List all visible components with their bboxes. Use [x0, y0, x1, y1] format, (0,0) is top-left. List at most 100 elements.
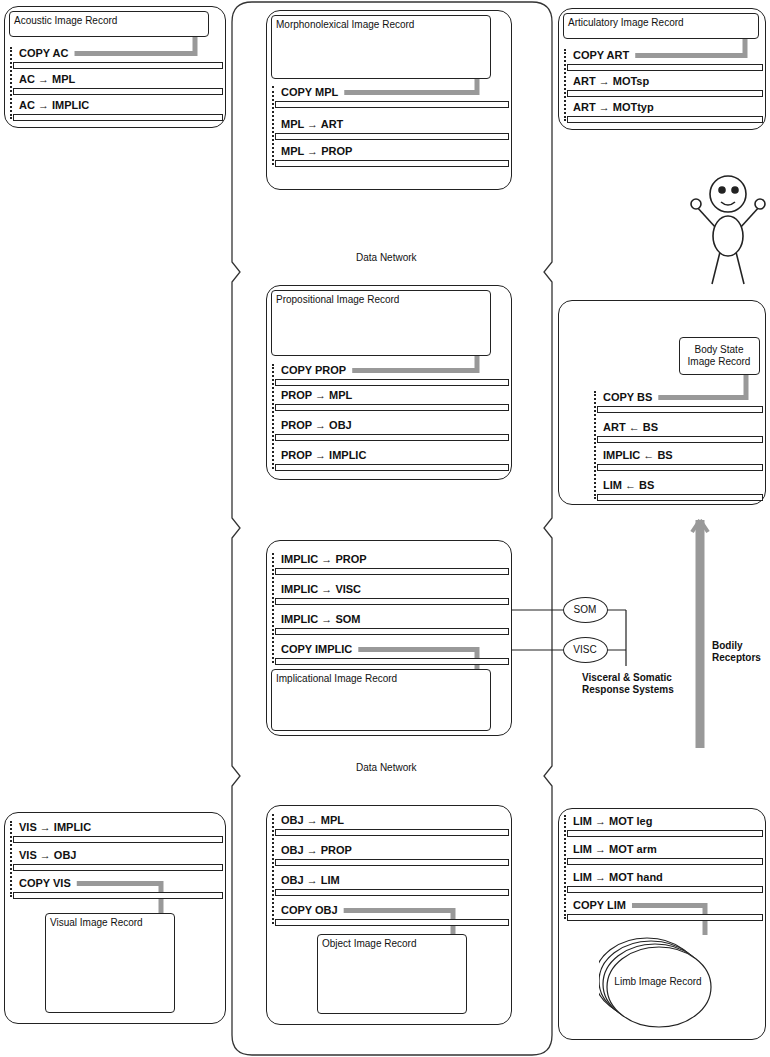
subsystem-frame: COPY AC AC → MPL AC → IMPLIC Acoustic Image…	[4, 6, 226, 128]
process-label: IMPLIC → VISC	[281, 583, 361, 596]
process-label: ART → MOTtyp	[573, 101, 654, 114]
process-bar	[13, 836, 223, 843]
process-bus	[10, 821, 12, 897]
subsystem-frame: COPY BS ART ← BS IMPLIC ← BS LIM ← BS Body S…	[558, 300, 766, 505]
copy-arrow	[658, 373, 746, 398]
response-label: VISC	[566, 644, 604, 656]
subsystem-frame: COPY PROP PROP → MPL PROP → OBJ PROP → IMPL…	[266, 285, 512, 480]
subsystem-frame: COPY MPL MPL → ART MPL → PROP Morphonolexic…	[266, 10, 512, 190]
process-label: MPL → PROP	[281, 145, 352, 158]
record-label: Articulatory Image Record	[568, 17, 754, 29]
data-network-outline	[232, 2, 552, 1055]
process-bar	[13, 892, 223, 899]
process-label: COPY PROP	[281, 364, 346, 377]
image-record-box: Acoustic Image Record	[9, 11, 209, 37]
process-bar	[567, 830, 763, 837]
copy-arrow	[77, 884, 161, 916]
record-label: Propositional Image Record	[276, 294, 486, 306]
image-record-box: Articulatory Image Record	[563, 13, 759, 39]
network-label: Data Network	[356, 252, 417, 264]
process-label: MPL → ART	[281, 118, 343, 131]
process-bar	[567, 858, 763, 865]
record-label: Limb Image Record	[601, 976, 715, 988]
process-label: LIM ← BS	[603, 479, 654, 492]
process-bus	[272, 364, 274, 469]
process-label: LIM → MOT arm	[573, 843, 657, 856]
process-bar	[275, 889, 509, 896]
process-label: OBJ → LIM	[281, 874, 340, 887]
process-bar	[13, 864, 223, 871]
process-label: ART → MOTsp	[573, 75, 649, 88]
process-bar	[275, 133, 509, 140]
process-label: VIS → IMPLIC	[19, 821, 91, 834]
process-bus	[564, 49, 566, 121]
copy-arrow	[352, 354, 477, 371]
process-label: COPY IMPLIC	[281, 643, 352, 656]
process-bar	[275, 379, 509, 386]
process-bar	[13, 62, 223, 69]
process-label: AC → MPL	[19, 73, 75, 86]
connector	[512, 649, 563, 650]
receptor-arrow	[696, 520, 705, 748]
copy-arrow	[635, 37, 745, 56]
process-label: AC → IMPLIC	[19, 99, 89, 112]
process-label: COPY BS	[603, 391, 652, 404]
process-label: ART ← BS	[603, 421, 658, 434]
process-bar	[275, 598, 509, 605]
image-record-box: Visual Image Record	[45, 913, 175, 1013]
body-figure	[691, 176, 765, 284]
image-record-box: Object Image Record	[317, 934, 467, 1014]
process-bar	[597, 406, 763, 413]
network-label: Bodily Receptors	[712, 640, 768, 664]
process-bar	[275, 859, 509, 866]
process-bus	[272, 553, 274, 663]
process-bar	[567, 886, 763, 893]
process-bar	[567, 64, 763, 71]
process-label: COPY OBJ	[281, 904, 338, 917]
response-circle: SOM	[563, 597, 608, 623]
process-label: COPY AC	[19, 47, 69, 60]
process-label: COPY MPL	[281, 86, 338, 99]
record-label: Body State Image Record	[682, 344, 756, 368]
process-bar	[275, 919, 509, 926]
response-circle: VISC	[563, 637, 608, 663]
response-bracket	[607, 610, 626, 666]
process-bar	[275, 464, 509, 471]
process-bar	[275, 404, 509, 411]
copy-arrow	[344, 77, 477, 93]
process-label: PROP → OBJ	[281, 419, 352, 432]
process-label: COPY VIS	[19, 877, 71, 890]
image-record-box: Implicational Image Record	[271, 669, 491, 731]
network-label: Visceral & Somatic Response Systems	[582, 672, 674, 696]
subsystem-frame: VIS → IMPLICVIS → OBJCOPY VISVisual Imag…	[4, 812, 226, 1024]
process-bus	[594, 391, 596, 499]
process-label: IMPLIC → SOM	[281, 613, 360, 626]
process-bar	[13, 88, 223, 95]
process-label: COPY LIM	[573, 899, 626, 912]
process-label: PROP → IMPLIC	[281, 449, 366, 462]
subsystem-frame: OBJ → MPLOBJ → PROPOBJ → LIMCOPY OBJObje…	[266, 805, 512, 1025]
process-bar	[275, 658, 509, 665]
process-bar	[567, 914, 763, 921]
process-label: OBJ → PROP	[281, 844, 352, 857]
subsystem-frame: LIM → MOT legLIM → MOT armLIM → MOT hand…	[558, 808, 766, 1040]
image-record-box: Body State Image Record	[679, 337, 760, 375]
process-label: IMPLIC → PROP	[281, 553, 367, 566]
copy-arrow	[75, 35, 195, 54]
process-bar	[567, 90, 763, 97]
process-label: PROP → MPL	[281, 389, 352, 402]
image-record-box: Propositional Image Record	[271, 290, 491, 356]
process-bar	[597, 464, 763, 471]
process-bar	[275, 160, 509, 167]
process-bar	[275, 628, 509, 635]
process-label: COPY ART	[573, 49, 629, 62]
record-label: Morphonolexical Image Record	[276, 19, 486, 31]
process-bar	[13, 114, 223, 121]
process-bar	[275, 568, 509, 575]
process-label: IMPLIC ← BS	[603, 449, 673, 462]
record-label: Visual Image Record	[50, 917, 170, 929]
image-record-box: Limb Image Record	[599, 933, 719, 1033]
process-label: LIM → MOT hand	[573, 871, 663, 884]
process-bar	[275, 829, 509, 836]
